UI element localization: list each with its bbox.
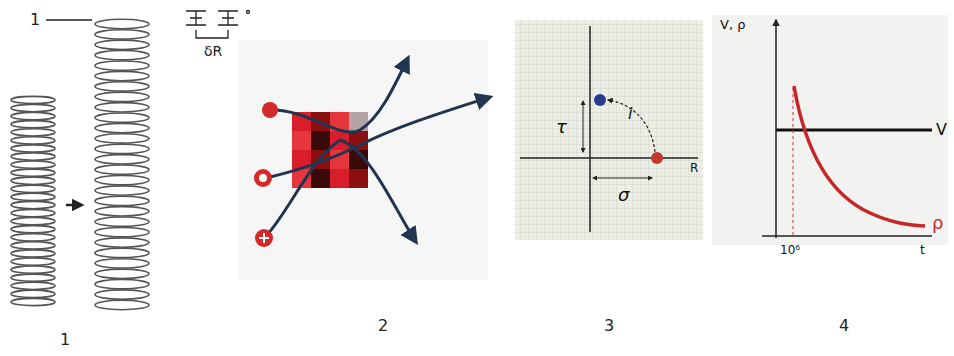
panel-number: 1 (60, 332, 70, 348)
spring-coil (95, 175, 149, 184)
spring-coil (95, 82, 149, 91)
curve-label: V (936, 122, 947, 138)
v-line (776, 129, 932, 132)
spring-coil (11, 113, 55, 120)
axis-symbol: σ (618, 186, 629, 204)
spring-coil (11, 209, 55, 216)
spring-coil (11, 96, 55, 103)
spring-coil (95, 165, 149, 174)
spring-coil (11, 161, 55, 168)
particle-core (259, 174, 267, 182)
spring-coil (95, 259, 149, 268)
spring-coil (95, 280, 149, 289)
particle (254, 169, 272, 187)
spring-coil (95, 186, 149, 195)
curve-label: ρ (932, 214, 943, 232)
spring-coil (11, 201, 55, 208)
grid-ground (515, 20, 703, 240)
axis-symbol: τ (556, 118, 567, 136)
spring-coil (95, 217, 149, 226)
spring-coil (11, 298, 55, 305)
spring-coil (11, 226, 55, 233)
spring-coil (95, 30, 149, 39)
tick-label: 10⁶ (780, 244, 800, 256)
spring-coil (11, 129, 55, 136)
spring-coil (11, 242, 55, 249)
spring (11, 96, 55, 305)
spring-coil (11, 266, 55, 273)
spring-coil (11, 274, 55, 281)
spring-coil (11, 234, 55, 241)
spring-coil (95, 51, 149, 60)
spring-coil (11, 121, 55, 128)
trajectory (266, 58, 490, 242)
arrow (66, 204, 82, 207)
spring-coil (95, 40, 149, 49)
spring-coil (95, 103, 149, 112)
spring-coil (11, 193, 55, 200)
spring-coil (95, 71, 149, 80)
axes (762, 20, 932, 238)
dimension-arrow (596, 178, 652, 179)
checker-cell (311, 131, 330, 150)
spring-coil (11, 153, 55, 160)
panel-ground (712, 15, 948, 245)
point (651, 152, 663, 164)
particle (255, 229, 273, 247)
spring-coil (11, 218, 55, 225)
plus-mark (259, 233, 269, 243)
point (594, 94, 606, 106)
dimension-label: δR (204, 44, 222, 58)
particle (262, 102, 278, 118)
axis-label: V, ρ (720, 18, 745, 31)
spring-coil (95, 238, 149, 247)
spring-coil (11, 290, 55, 297)
spring-coil (95, 196, 149, 205)
panel-number: 4 (839, 318, 849, 334)
rho-curve (794, 86, 925, 226)
spring-coil (11, 177, 55, 184)
panel-ground (238, 40, 488, 280)
spring-coil (95, 134, 149, 143)
leader-line (46, 19, 92, 21)
spring-coil (95, 227, 149, 236)
dimension-marks (186, 11, 250, 39)
spring-coil (95, 113, 149, 122)
axis-label: t (920, 244, 925, 256)
axis-symbol: i (628, 106, 632, 122)
checker-cell (311, 169, 330, 188)
spring-coil (95, 207, 149, 216)
spring-coil (95, 123, 149, 132)
spring-coil (95, 19, 149, 28)
spring-coil (95, 92, 149, 101)
spring-coil (95, 300, 149, 309)
spring-coil (11, 145, 55, 152)
spring-coil (11, 137, 55, 144)
spring-coil (11, 169, 55, 176)
spring-coil (95, 248, 149, 257)
spring-coil (95, 61, 149, 70)
panel-number: 3 (604, 318, 614, 334)
spring-coil (11, 282, 55, 289)
checker-cell (292, 131, 311, 150)
dimension-arrow (583, 104, 584, 152)
spring-coil (11, 250, 55, 257)
spring (95, 19, 149, 309)
checker-cell (330, 169, 349, 188)
spring-coil (95, 290, 149, 299)
spring-coil (11, 104, 55, 111)
spring-coil (11, 185, 55, 192)
spring-coil (95, 144, 149, 153)
callout-number: 1 (30, 12, 40, 28)
rotation-arc (608, 100, 655, 152)
checker-cell (349, 169, 368, 188)
axes (520, 26, 698, 232)
panel-number: 2 (378, 318, 388, 334)
spring-coil (95, 269, 149, 278)
spring-coil (11, 258, 55, 265)
axis-label: R (690, 162, 698, 174)
guide-line (793, 88, 794, 236)
spring-coil (95, 155, 149, 164)
